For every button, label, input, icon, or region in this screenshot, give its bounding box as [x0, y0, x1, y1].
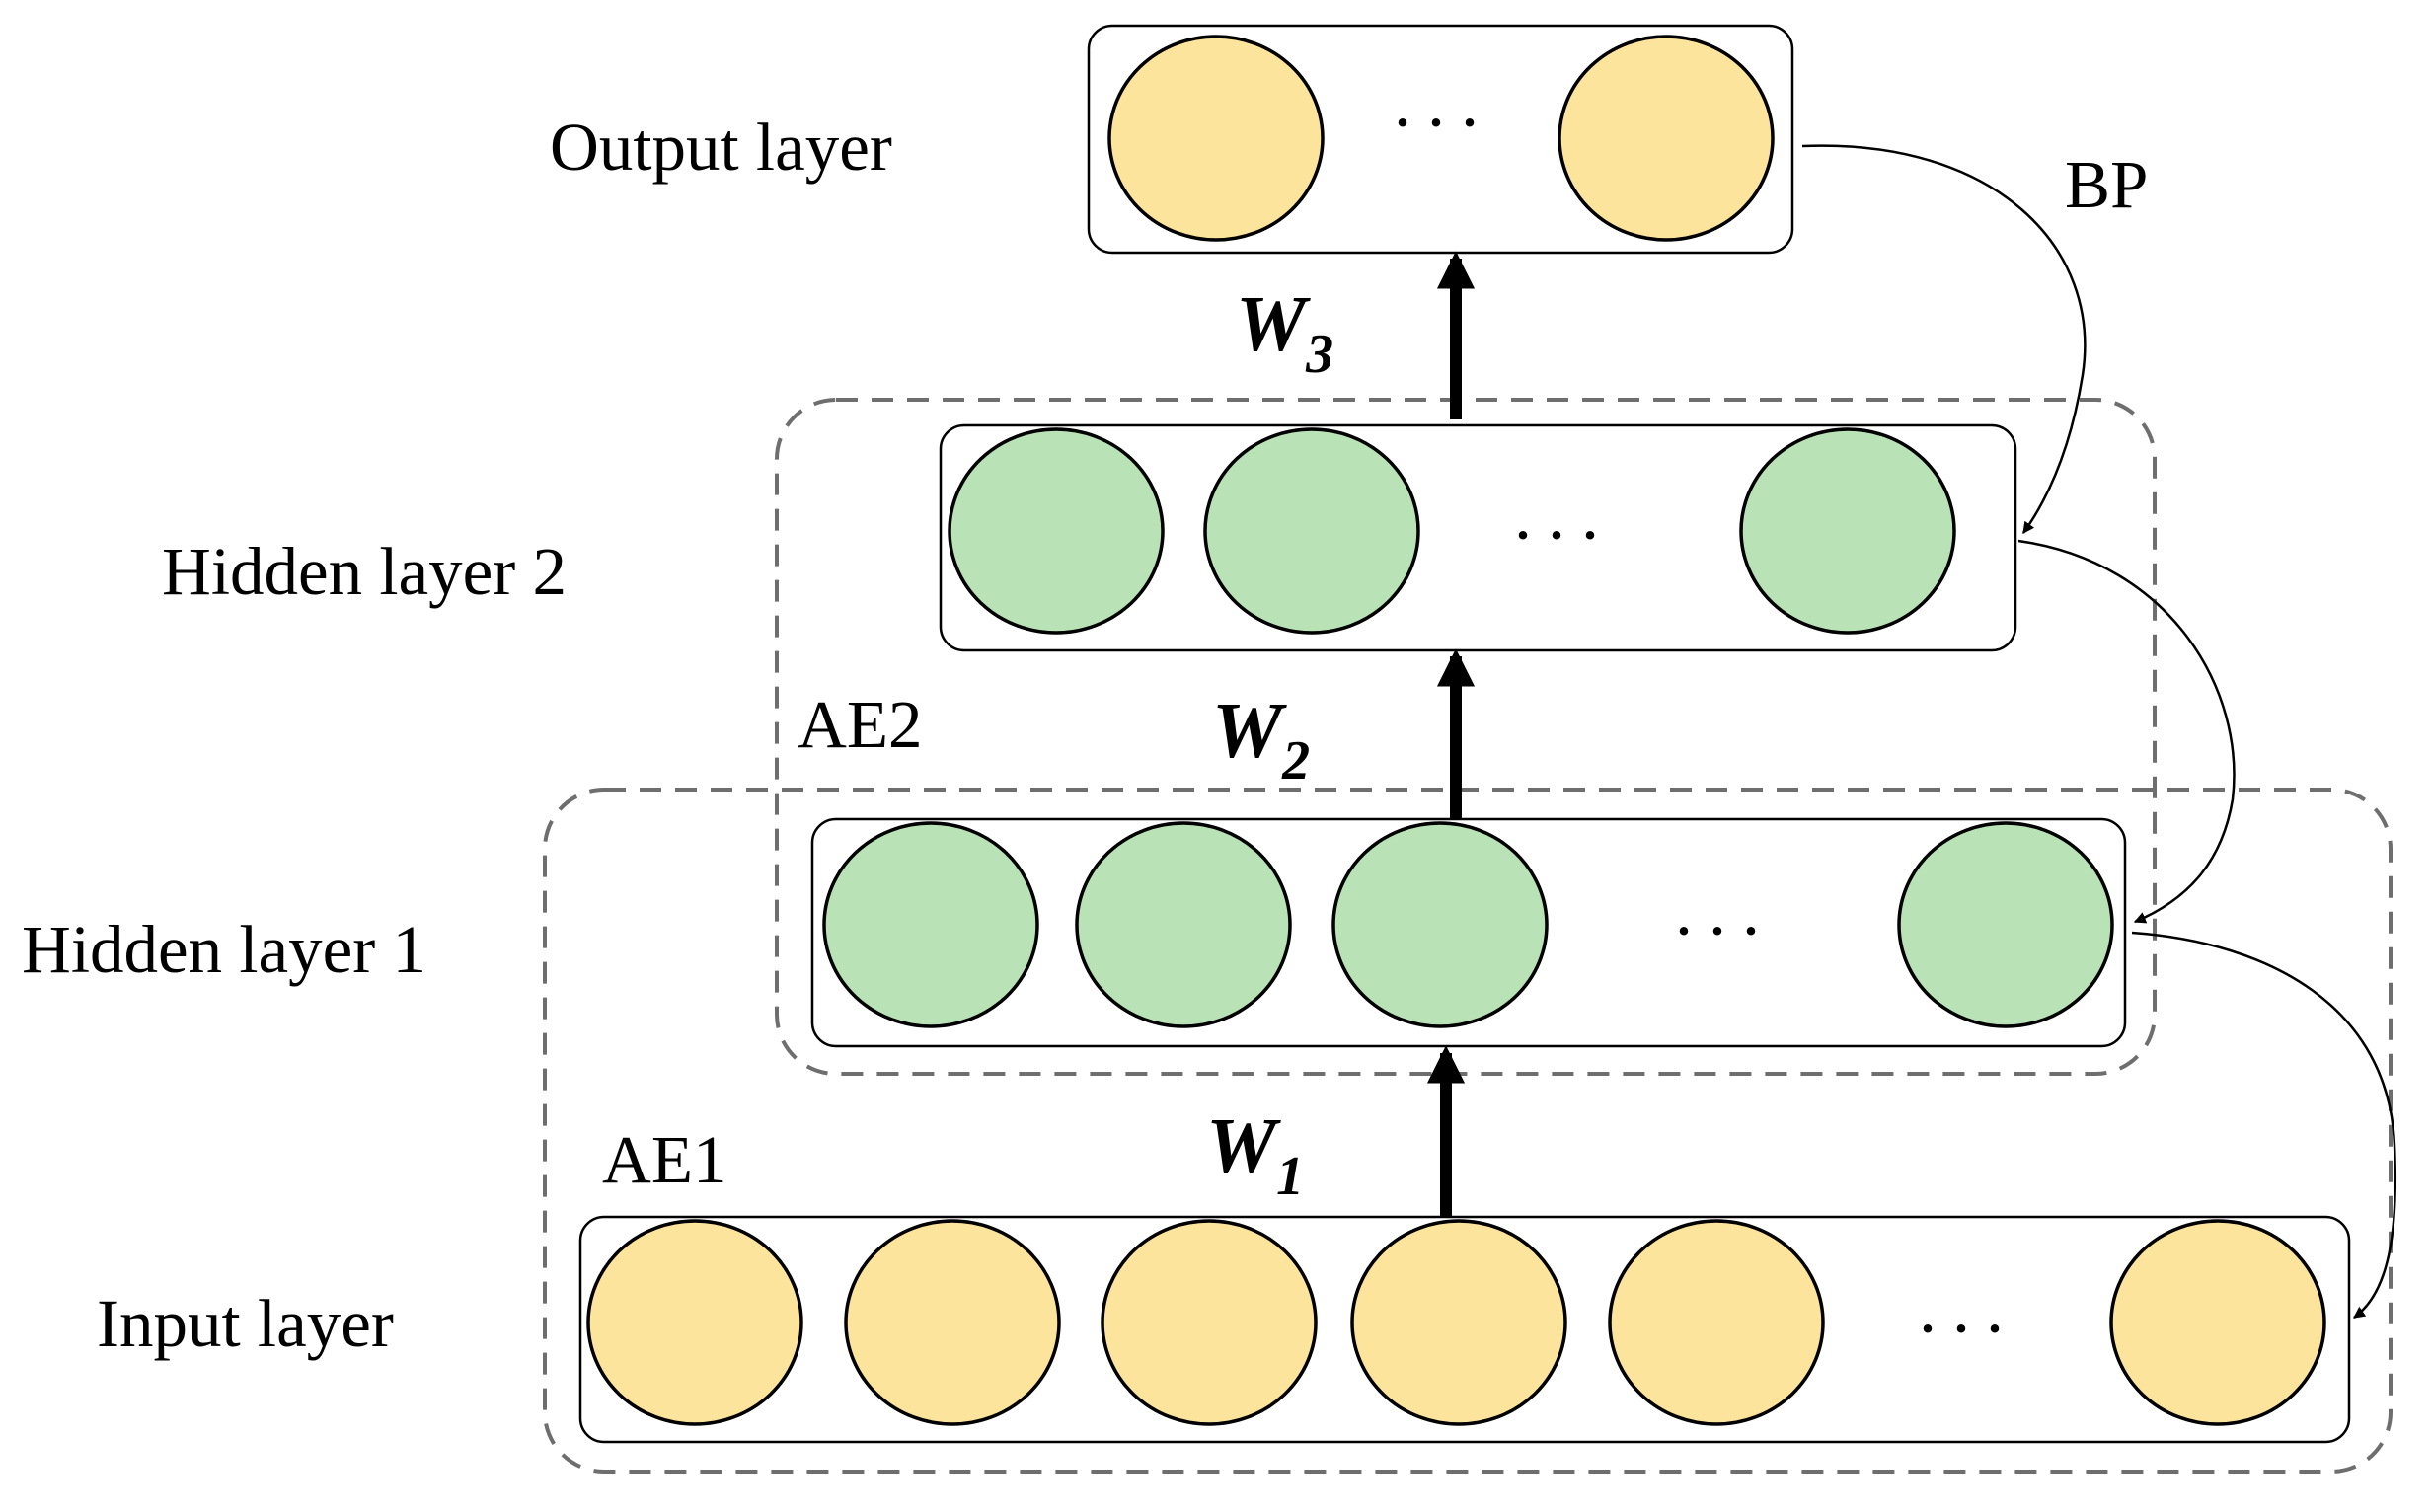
w2-label: W2 [1212, 688, 1310, 792]
output-layer-ellipsis: ··· [1391, 83, 1491, 162]
ae2-label: AE2 [798, 687, 922, 762]
bp-label: BP [2065, 147, 2148, 222]
w3-label: W3 [1236, 281, 1333, 385]
hidden-layer-2-label: Hidden layer 2 [162, 534, 567, 609]
bp-curve-output-to-hidden2 [1801, 144, 2087, 534]
input-node [1350, 1219, 1567, 1426]
output-node [1558, 35, 1775, 242]
hidden-layer-1-label: Hidden layer 1 [22, 912, 426, 987]
hidden1-node [1897, 821, 2114, 1028]
input-node [1608, 1219, 1825, 1426]
w1-label: W1 [1206, 1103, 1304, 1207]
w3-label-sub: 3 [1305, 324, 1333, 385]
w3-label-base: W [1236, 281, 1311, 368]
output-layer: ··· [1087, 24, 1794, 255]
w2-label-base: W [1212, 688, 1287, 775]
input-layer-ellipsis: ··· [1916, 1289, 2016, 1368]
input-node [844, 1219, 1061, 1426]
hidden-layer-2-ellipsis: ··· [1511, 495, 1612, 574]
hidden-layer-2-box [939, 423, 2017, 652]
hidden-layer-1-ellipsis: ··· [1672, 891, 1773, 970]
ae2-group-border [775, 398, 2157, 1076]
input-layer: ··· [578, 1215, 2351, 1444]
hidden2-node [1203, 427, 1420, 635]
hidden1-node [822, 821, 1039, 1028]
input-node [1101, 1219, 1318, 1426]
input-node [2109, 1219, 2326, 1426]
output-node [1107, 35, 1325, 242]
hidden2-node [1739, 427, 1956, 635]
hidden1-node [1331, 821, 1549, 1028]
w1-label-base: W [1206, 1103, 1281, 1190]
input-node [586, 1219, 803, 1426]
hidden1-node [1075, 821, 1292, 1028]
output-layer-label: Output layer [550, 110, 892, 185]
ae1-label: AE1 [602, 1122, 726, 1197]
hidden2-node [948, 427, 1165, 635]
input-layer-label: Input layer [97, 1286, 394, 1361]
hidden-layer-1: ··· [810, 817, 2127, 1048]
bp-curve-hidden1-to-input [2131, 931, 2397, 1320]
bp-curve-hidden2-to-hidden1 [2017, 539, 2236, 924]
ae1-group-border [543, 788, 2393, 1474]
hidden-layer-2: ··· [939, 423, 2017, 652]
w1-label-sub: 1 [1276, 1146, 1304, 1207]
w2-label-sub: 2 [1281, 730, 1310, 792]
